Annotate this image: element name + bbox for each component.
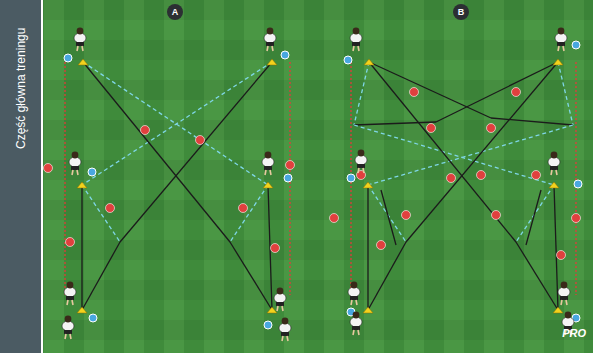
run-line <box>554 185 558 310</box>
side-band <box>0 0 42 353</box>
ball <box>284 174 292 182</box>
opponent-marker <box>106 204 115 213</box>
pass-line <box>558 62 573 125</box>
opponent-marker <box>196 136 205 145</box>
panel-marker: A <box>167 4 183 20</box>
player <box>62 316 74 339</box>
pass-line <box>82 185 120 242</box>
run-line <box>491 118 573 125</box>
red-line <box>64 62 65 295</box>
run-line <box>406 62 558 242</box>
player <box>64 282 76 305</box>
opponent-marker <box>66 238 75 247</box>
cone <box>549 182 559 188</box>
opponent-marker <box>477 171 486 180</box>
player <box>279 318 291 341</box>
ball <box>344 56 352 64</box>
run-line <box>369 62 491 118</box>
pass-line <box>230 185 268 242</box>
player <box>355 150 367 173</box>
player <box>74 28 86 51</box>
run-line <box>354 122 436 125</box>
pass-line <box>82 62 272 185</box>
opponent-marker <box>330 214 339 223</box>
ball <box>281 51 289 59</box>
player <box>262 152 274 175</box>
panel-letter: A <box>172 7 179 17</box>
run-line <box>367 185 368 310</box>
run-line <box>526 190 541 245</box>
cone <box>78 59 88 65</box>
panel-letter: B <box>458 7 465 17</box>
watermark: PRO <box>562 327 586 339</box>
player <box>274 288 286 311</box>
opponent-marker <box>512 88 521 97</box>
player <box>348 282 360 305</box>
ball <box>88 168 96 176</box>
red-line <box>575 62 576 295</box>
opponent-marker <box>572 214 581 223</box>
opponent-marker <box>402 211 411 220</box>
player <box>558 282 570 305</box>
player <box>555 28 567 51</box>
section-title: Część główna treningu <box>14 27 28 148</box>
cone <box>364 59 374 65</box>
cone <box>77 182 87 188</box>
run-line <box>368 242 406 310</box>
opponent-marker <box>44 164 53 173</box>
cone <box>77 307 87 313</box>
ball <box>64 54 72 62</box>
run-line <box>83 62 230 242</box>
cone <box>553 59 563 65</box>
run-line <box>516 242 558 310</box>
opponent-marker <box>286 161 295 170</box>
opponent-marker <box>427 124 436 133</box>
opponent-marker <box>532 171 541 180</box>
ball <box>264 321 272 329</box>
cone <box>263 182 273 188</box>
run-line <box>381 190 396 245</box>
opponent-marker <box>141 126 150 135</box>
player <box>350 312 362 335</box>
pass-line <box>368 125 573 185</box>
run-line <box>81 185 82 310</box>
cone <box>363 182 373 188</box>
cone <box>267 59 277 65</box>
player <box>350 28 362 51</box>
run-line <box>436 62 558 122</box>
player <box>548 152 560 175</box>
cone <box>553 307 563 313</box>
run-line <box>82 242 120 310</box>
pass-line <box>354 62 369 125</box>
opponent-marker <box>557 251 566 260</box>
opponent-marker <box>271 244 280 253</box>
opponent-marker <box>487 124 496 133</box>
opponent-marker <box>410 88 419 97</box>
run-line <box>230 242 272 310</box>
ball <box>572 41 580 49</box>
run-line <box>369 62 516 242</box>
opponent-marker <box>492 211 501 220</box>
ball <box>347 174 355 182</box>
ball <box>574 180 582 188</box>
ball <box>89 314 97 322</box>
cone <box>363 307 373 313</box>
player <box>264 28 276 51</box>
cone <box>267 307 277 313</box>
opponent-marker <box>377 241 386 250</box>
run-line <box>120 62 272 242</box>
opponent-marker <box>447 174 456 183</box>
opponent-marker <box>239 204 248 213</box>
pass-line <box>354 125 554 185</box>
player <box>69 152 81 175</box>
panel-marker: B <box>453 4 469 20</box>
